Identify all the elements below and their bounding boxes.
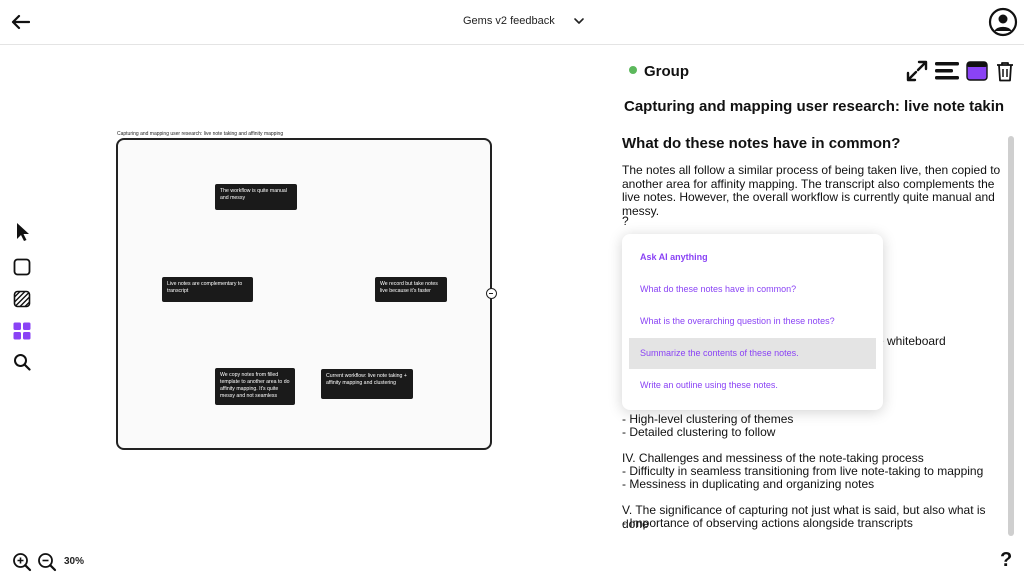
pattern-tool-button[interactable]	[12, 289, 32, 309]
ai-suggestion-item-selected[interactable]: Summarize the contents of these notes.	[629, 338, 876, 369]
partial-text-line: e whiteboard	[877, 334, 946, 348]
outline-line: - Difficulty in seamless transitioning f…	[622, 464, 984, 478]
outline-line: - Messiness in duplicating and organizin…	[622, 477, 875, 491]
outline-line: - High-level clustering of themes	[622, 412, 794, 426]
window-icon	[966, 61, 988, 81]
outline-line: - Detailed clustering to follow	[622, 425, 776, 439]
ai-suggestion-item[interactable]: Write an outline using these notes.	[640, 380, 778, 390]
document-title[interactable]: Gems v2 feedback	[463, 15, 555, 27]
frame-connector-handle[interactable]	[486, 288, 497, 299]
delete-button[interactable]	[994, 59, 1016, 83]
scrollbar[interactable]	[1008, 136, 1014, 536]
hatched-square-icon	[13, 290, 31, 308]
expand-icon	[906, 60, 928, 82]
chevron-down-icon[interactable]	[572, 14, 586, 28]
sticky-note[interactable]: Current workflow: live note taking + aff…	[321, 369, 413, 399]
grid-icon	[13, 322, 31, 340]
sticky-note[interactable]: We record but take notes live because it…	[375, 277, 447, 302]
back-button[interactable]	[8, 10, 32, 34]
top-bar: Gems v2 feedback	[0, 0, 1024, 45]
outline-line: V. The significance of capturing not jus…	[622, 503, 986, 531]
user-circle-icon[interactable]	[988, 7, 1018, 37]
search-tool-button[interactable]	[12, 352, 32, 372]
cursor-icon	[17, 223, 29, 241]
format-button[interactable]	[934, 59, 960, 83]
outline-line: IV. Challenges and messiness of the note…	[622, 451, 924, 465]
help-button[interactable]: ?	[1000, 549, 1013, 571]
sticky-note[interactable]: We copy notes from filled template to an…	[215, 368, 295, 405]
trash-icon	[997, 61, 1013, 81]
view-button[interactable]	[965, 59, 989, 83]
ai-suggestion-item[interactable]: What is the overarching question in thes…	[640, 316, 835, 326]
grid-tool-button[interactable]	[12, 321, 32, 341]
panel-title: Capturing and mapping user research: liv…	[624, 98, 1005, 115]
sticky-note[interactable]: Live notes are complementary to transcri…	[162, 277, 253, 302]
group-label: Group	[644, 63, 689, 80]
ai-suggestion-item[interactable]: What do these notes have in common?	[640, 284, 797, 294]
status-dot	[629, 66, 637, 74]
expand-button[interactable]	[905, 59, 929, 83]
answer-text: The notes all follow a similar process o…	[622, 163, 1001, 218]
sticky-note[interactable]: The workflow is quite manual and messy	[215, 184, 297, 210]
rectangle-tool-button[interactable]	[12, 257, 32, 277]
select-tool-button[interactable]	[12, 222, 32, 242]
zoom-in-icon[interactable]	[12, 552, 32, 572]
prompt-mark: ?	[622, 214, 629, 228]
zoom-out-icon[interactable]	[37, 552, 57, 572]
ask-ai-menu: Ask AI anything What do these notes have…	[622, 234, 883, 410]
question-heading: What do these notes have in common?	[622, 135, 901, 152]
panel-content[interactable]: Capturing and mapping user research: liv…	[605, 89, 1024, 559]
text-align-icon	[934, 62, 959, 80]
ai-menu-title: Ask AI anything	[640, 252, 708, 262]
outline-line: - Importance of observing actions alongs…	[622, 516, 913, 530]
zoom-level: 30%	[64, 556, 85, 567]
arrow-left-icon	[11, 14, 30, 30]
square-icon	[13, 258, 31, 276]
frame-label: Capturing and mapping user research: liv…	[117, 131, 284, 137]
search-icon	[14, 354, 31, 371]
